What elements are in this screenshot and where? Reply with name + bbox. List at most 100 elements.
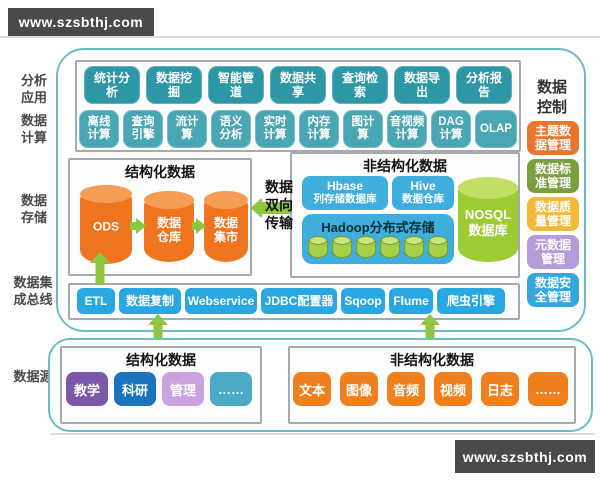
app-button-4: 数据共享 [270,66,326,104]
bottom-divider [50,433,595,435]
source-button-image: 图像 [340,372,378,406]
source-button-video: 视频 [434,372,472,406]
bus-button-jdbc: JDBC配置器 [261,288,337,314]
button-label: ETL [84,293,108,308]
button-label: 分析 [219,129,243,141]
hive-label: Hive [410,179,436,193]
data-control-label-line: 数据 [536,79,567,96]
button-label: …… [535,381,561,397]
unstructured-storage-title: 非结构化数据 [363,158,447,174]
source-button-research: 科研 [114,372,156,406]
button-label: 查询检 [341,71,378,85]
arrow-up-icon [148,314,168,352]
top-divider [0,36,600,38]
source-button-text: 文本 [293,372,331,406]
layer-label-data-bus: 数据集 成总线 [6,274,60,308]
button-label: 管理 [169,382,196,398]
source-button-log: 日志 [481,372,519,406]
data-control-label: 数据 控制 [526,78,578,118]
watermark-bottom: www.szsbthj.com [455,440,595,473]
button-label: 音视频 [389,116,425,128]
button-label: Flume [393,293,429,308]
bus-button-webservice: Webservice [185,288,257,314]
cylinder-label: 集市 [213,229,238,244]
button-label: 统计分 [93,71,130,85]
button-label: 数据导 [403,71,440,85]
ods-cylinder: ODS [80,185,132,264]
compute-button-4: 语义分析 [211,110,251,148]
compute-button-8: 音视频计算 [387,110,427,148]
structured-storage-title: 结构化数据 [125,164,195,180]
layer-label-data-source: 数据源 [8,368,58,385]
layer-label-line: 存储 [20,210,47,225]
source-button-audio: 音频 [387,372,425,406]
button-label: 实时 [263,116,287,128]
arrow-up-icon [90,252,110,285]
bus-button-flume: Flume [389,288,433,314]
source-button-ellipsis: …… [528,372,568,406]
hive-box: Hive 数据仓库 [392,176,454,210]
compute-button-3: 流计算 [167,110,207,148]
button-label: 享 [291,85,304,99]
source-button-management: 管理 [162,372,204,406]
hbase-label: Hbase [326,179,364,193]
button-label: 离线 [87,116,111,128]
layer-label-data-storage: 数据 存储 [12,192,56,226]
hadoop-title: Hadoop分布式存储 [321,220,435,235]
bus-button-sqoop: Sqoop [341,288,385,314]
compute-button-6: 内存计算 [299,110,339,148]
mini-cylinder [332,236,352,258]
button-label: 图计 [351,116,375,128]
source-button-ellipsis: …… [210,372,252,406]
control-label: 主题数 [534,124,571,138]
mini-cylinder [308,236,328,258]
button-label: 智能管 [217,71,254,85]
button-label: 算 [357,129,369,141]
data-warehouse-cylinder: 数据仓库 [144,191,194,262]
button-label: 掘 [167,85,180,99]
button-label: 数据挖 [155,71,192,85]
button-label: 引擎 [131,129,155,141]
button-label: Sqoop [344,293,382,308]
control-label: 准管理 [534,176,571,190]
bus-button-etl: ETL [77,288,115,314]
button-label: 查询 [131,116,155,128]
layer-label-data-compute: 数据 计算 [12,112,56,146]
control-label: 数据质 [534,200,571,214]
control-label: 数据安 [534,276,571,290]
transfer-label: 数据 双向 传输 [253,178,305,232]
compute-button-7: 图计算 [343,110,383,148]
layer-label-line: 计算 [20,130,47,145]
button-label: 告 [477,85,490,99]
transfer-label-line: 双向 [265,197,293,213]
cylinder-label: NOSQL [464,207,512,223]
button-label: 数据共 [279,71,316,85]
button-label: 科研 [121,382,148,398]
source-button-teaching: 教学 [66,372,108,406]
unstructured-source-title: 非结构化数据 [390,352,474,368]
layer-label-line: 数据集 [13,275,53,290]
structured-source-title: 结构化数据 [126,352,196,368]
control-label: 量管理 [534,214,571,228]
button-label: 爬虫引擎 [446,293,495,308]
app-button-1: 统计分析 [84,66,140,104]
app-button-3: 智能管道 [208,66,264,104]
button-label: Webservice [187,293,255,308]
hadoop-box: Hadoop分布式存储 [302,214,454,264]
button-label: 视频 [439,382,466,398]
button-label: 道 [229,85,242,99]
control-label: 数据标 [534,162,571,176]
button-label: 日志 [486,382,513,398]
control-label: 全管理 [534,290,571,304]
button-label: 索 [353,85,366,99]
button-label: 分析报 [465,71,502,85]
mini-cylinder [428,236,448,258]
mini-cylinder [356,236,376,258]
cylinder-label: ODS [92,219,119,234]
arrow-right-icon [130,217,146,235]
cylinder-label: 数据 [156,215,181,230]
button-label: DAG [438,116,464,128]
layer-label-line: 分析 [20,73,47,88]
